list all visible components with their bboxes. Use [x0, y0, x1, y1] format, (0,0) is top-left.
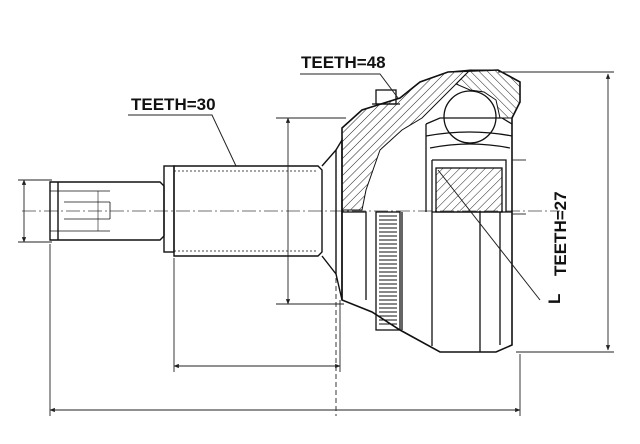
housing-lower-body	[342, 211, 512, 352]
collar	[321, 137, 343, 301]
teeth-abs-label: TEETH=48	[301, 53, 386, 72]
abs-tone-ring	[375, 211, 401, 331]
top-boss	[372, 89, 400, 105]
dim-length-mark: L	[545, 294, 564, 304]
dimension-lines	[18, 71, 614, 416]
stub-shaft-left	[49, 181, 165, 241]
teeth-spline-label: TEETH=30	[131, 95, 216, 114]
leader-lines	[128, 73, 541, 301]
teeth-inner-label: TEETH=27	[551, 191, 570, 276]
threaded-section	[163, 165, 323, 257]
inner-race	[425, 90, 513, 213]
